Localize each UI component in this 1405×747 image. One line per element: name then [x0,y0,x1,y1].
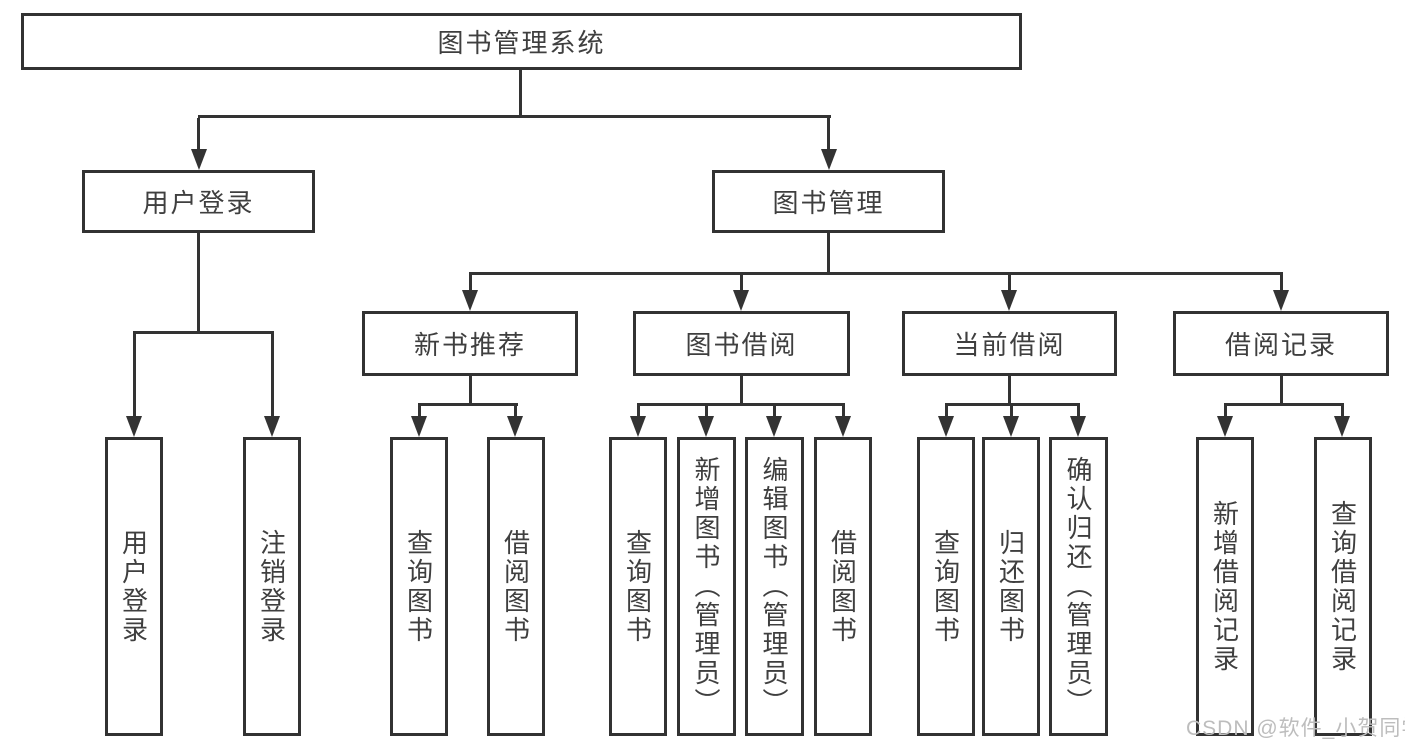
connector-line [1224,406,1227,417]
leaf-query-book-current: 查询图书 [917,437,975,736]
arrow-down-icon [507,416,523,437]
connector-line [1280,275,1283,291]
leaf-edit-book-admin: 编辑图书（管理员） [745,437,804,736]
leaf-return-book: 归还图书 [982,437,1040,736]
leaf-user-login: 用户登录 [105,437,163,736]
connector-line [1010,406,1013,417]
arrow-down-icon [630,416,646,437]
arrow-down-icon [938,416,954,437]
arrow-down-icon [191,149,207,170]
connector-line [418,403,518,406]
leaf-query-borrow-record: 查询借阅记录 [1314,437,1372,736]
arrow-down-icon [1334,416,1350,437]
connector-line [827,233,830,275]
leaf-query-book-recommend: 查询图书 [390,437,448,736]
arrow-down-icon [411,416,427,437]
connector-line [1077,406,1080,417]
connector-line [1008,275,1011,291]
node-user-login: 用户登录 [82,170,315,233]
connector-line [198,115,831,118]
connector-line [197,118,200,150]
arrow-down-icon [1070,416,1086,437]
connector-line [1224,403,1344,406]
node-borrow-records: 借阅记录 [1173,311,1389,376]
connector-line [133,331,274,334]
connector-line [197,233,200,334]
leaf-borrow-book: 借阅图书 [814,437,872,736]
arrow-down-icon [1003,416,1019,437]
node-book-borrow: 图书借阅 [633,311,850,376]
connector-line [133,334,136,416]
leaf-add-borrow-record: 新增借阅记录 [1196,437,1254,736]
watermark: CSDN @软件_小贺同学 [1186,717,1405,740]
arrow-down-icon [698,416,714,437]
arrow-down-icon [766,416,782,437]
node-new-book-recommend: 新书推荐 [362,311,578,376]
arrow-down-icon [264,416,280,437]
arrow-down-icon [821,149,837,170]
node-book-management: 图书管理 [712,170,945,233]
connector-line [945,406,948,417]
connector-line [637,406,640,417]
arrow-down-icon [1273,290,1289,311]
leaf-borrow-book-recommend: 借阅图书 [487,437,545,736]
connector-line [271,334,274,416]
connector-line [740,376,743,405]
connector-line [469,376,472,405]
connector-line [469,272,1283,275]
leaf-add-book-admin: 新增图书（管理员） [677,437,736,736]
leaf-query-book-borrow: 查询图书 [609,437,667,736]
arrow-down-icon [1001,290,1017,311]
connector-line [827,118,830,150]
connector-line [842,406,845,417]
connector-line [945,403,1080,406]
node-library-system: 图书管理系统 [21,13,1022,70]
connector-line [1280,376,1283,405]
arrow-down-icon [1217,416,1233,437]
arrow-down-icon [462,290,478,311]
connector-line [469,275,472,291]
connector-line [418,406,421,417]
connector-line [740,275,743,291]
leaf-confirm-return-admin: 确认归还（管理员） [1049,437,1108,736]
connector-line [519,70,522,118]
arrow-down-icon [126,416,142,437]
connector-line [705,406,708,417]
connector-line [514,406,517,417]
connector-line [1341,406,1344,417]
node-current-borrow: 当前借阅 [902,311,1117,376]
arrow-down-icon [835,416,851,437]
leaf-logout: 注销登录 [243,437,301,736]
connector-line [637,403,845,406]
connector-line [773,406,776,417]
arrow-down-icon [733,290,749,311]
connector-line [1008,376,1011,405]
